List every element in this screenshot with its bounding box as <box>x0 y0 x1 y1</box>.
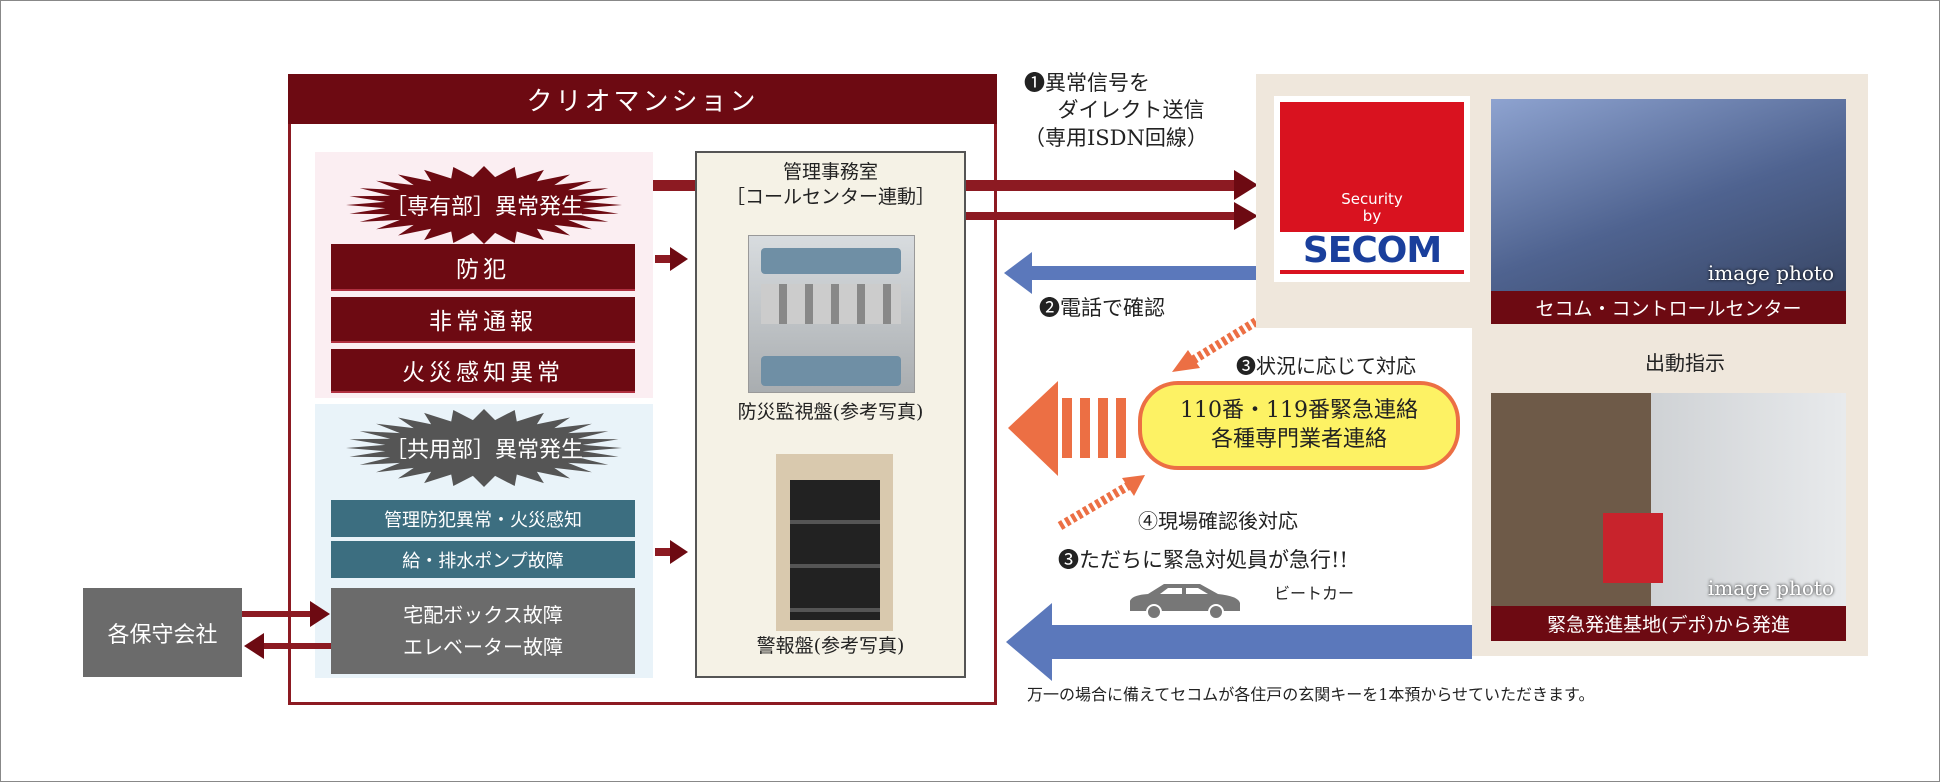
step3a-text: ❸状況に応じて対応 <box>1236 354 1416 378</box>
step1-line3: （専用ISDN回線） <box>1024 125 1208 150</box>
disaster-panel-caption: 防災監視盤(参考写真) <box>737 401 924 423</box>
dashed-arrow-1 <box>1187 314 1265 366</box>
item-emergency-call: 非常通報 <box>331 297 635 343</box>
item-fire: 火災感知異常 <box>331 349 635 393</box>
key-note: 万一の場合に備えてセコムが各住戸の玄関キーを1本預からせていただきます。 <box>1027 685 1595 704</box>
burst-shape <box>346 166 622 244</box>
step2-text: ❷電話で確認 <box>1039 296 1165 320</box>
arrow-to-office-2 <box>670 540 688 564</box>
dispatch-arrowhead <box>1006 603 1052 681</box>
dispatch-arrow-shaft <box>1050 625 1472 659</box>
item-delivery-box: 宅配ボックス故障 <box>403 603 563 627</box>
office-subtitle: ［コールセンター連動］ <box>725 185 935 208</box>
response-arrow-stripes <box>1062 398 1126 458</box>
step1-text: ❶異常信号を ダイレクト送信 （専用ISDN回線） <box>1024 70 1208 152</box>
arrow-to-maintenance <box>244 633 264 659</box>
control-center-caption: セコム・コントロールセンター <box>1491 291 1846 324</box>
control-center-photo: image photo <box>1491 99 1846 291</box>
signal-arrow-shaft <box>966 180 1234 191</box>
private-burst: ［専有部］異常発生 <box>344 165 624 245</box>
depot-photo: image photo <box>1491 393 1846 606</box>
logo-security: Security <box>1341 190 1403 208</box>
item-crime: 防犯 <box>331 244 635 291</box>
signal-arrowhead <box>1234 170 1258 200</box>
mansion-title: クリオマンション <box>288 74 997 124</box>
dashed-arrow-2 <box>1057 482 1131 530</box>
door-logo <box>1603 513 1663 583</box>
private-burst-label: ［専有部］異常発生 <box>384 195 583 220</box>
disaster-panel-photo <box>748 235 915 393</box>
logo-secom: SECOM <box>1302 230 1442 271</box>
arrow-to-equipment <box>310 601 330 627</box>
office-title-text: 管理事務室 <box>782 161 878 183</box>
phone-arrow-shaft <box>1030 266 1256 280</box>
emergency-contact-box: 110番・119番緊急連絡 各種専門業者連絡 <box>1138 381 1460 470</box>
image-photo-label: image photo <box>1707 576 1834 600</box>
dispatch-label: 出動指示 <box>1645 351 1725 375</box>
burst-shape <box>346 409 622 487</box>
depot-caption: 緊急発進基地(デポ)から発進 <box>1491 606 1846 641</box>
common-burst-label: ［共用部］異常発生 <box>384 438 583 463</box>
connector-line <box>653 180 695 191</box>
signal-arrowhead-2 <box>1234 202 1258 230</box>
common-burst: ［共用部］異常発生 <box>344 408 624 488</box>
step3b-text: ❸ただちに緊急対処員が急行!! <box>1058 548 1348 572</box>
logo-by: by <box>1362 206 1382 225</box>
step1-line2: ダイレクト送信 <box>1057 98 1205 123</box>
car-icon <box>1130 584 1240 620</box>
item-pump: 給・排水ポンプ故障 <box>331 541 635 578</box>
maintenance-company: 各保守会社 <box>83 588 242 677</box>
emergency-line2: 各種専門業者連絡 <box>1210 426 1387 452</box>
alarm-panel-caption: 警報盤(参考写真) <box>756 635 905 657</box>
step4-text: ④現場確認後対応 <box>1138 509 1298 533</box>
alarm-panel-photo <box>776 454 893 631</box>
office-title: 管理事務室 ［コールセンター連動］ <box>695 160 966 209</box>
step1-line1: ❶異常信号を <box>1024 71 1150 95</box>
item-equipment: 宅配ボックス故障 エレベーター故障 <box>331 588 635 674</box>
patrol-car-label: ビートカー <box>1274 584 1355 603</box>
secom-logo: Security by SECOM <box>1274 96 1470 282</box>
emergency-line1: 110番・119番緊急連絡 <box>1180 397 1418 423</box>
response-arrowhead <box>1008 381 1058 476</box>
item-elevator: エレベーター故障 <box>403 635 563 659</box>
image-photo-label: image photo <box>1707 261 1834 285</box>
phone-arrowhead <box>1004 252 1032 294</box>
arrow-to-office-1 <box>670 247 688 271</box>
signal-arrow-shaft-2 <box>966 212 1234 220</box>
item-security-fire: 管理防犯異常・火災感知 <box>331 500 635 537</box>
